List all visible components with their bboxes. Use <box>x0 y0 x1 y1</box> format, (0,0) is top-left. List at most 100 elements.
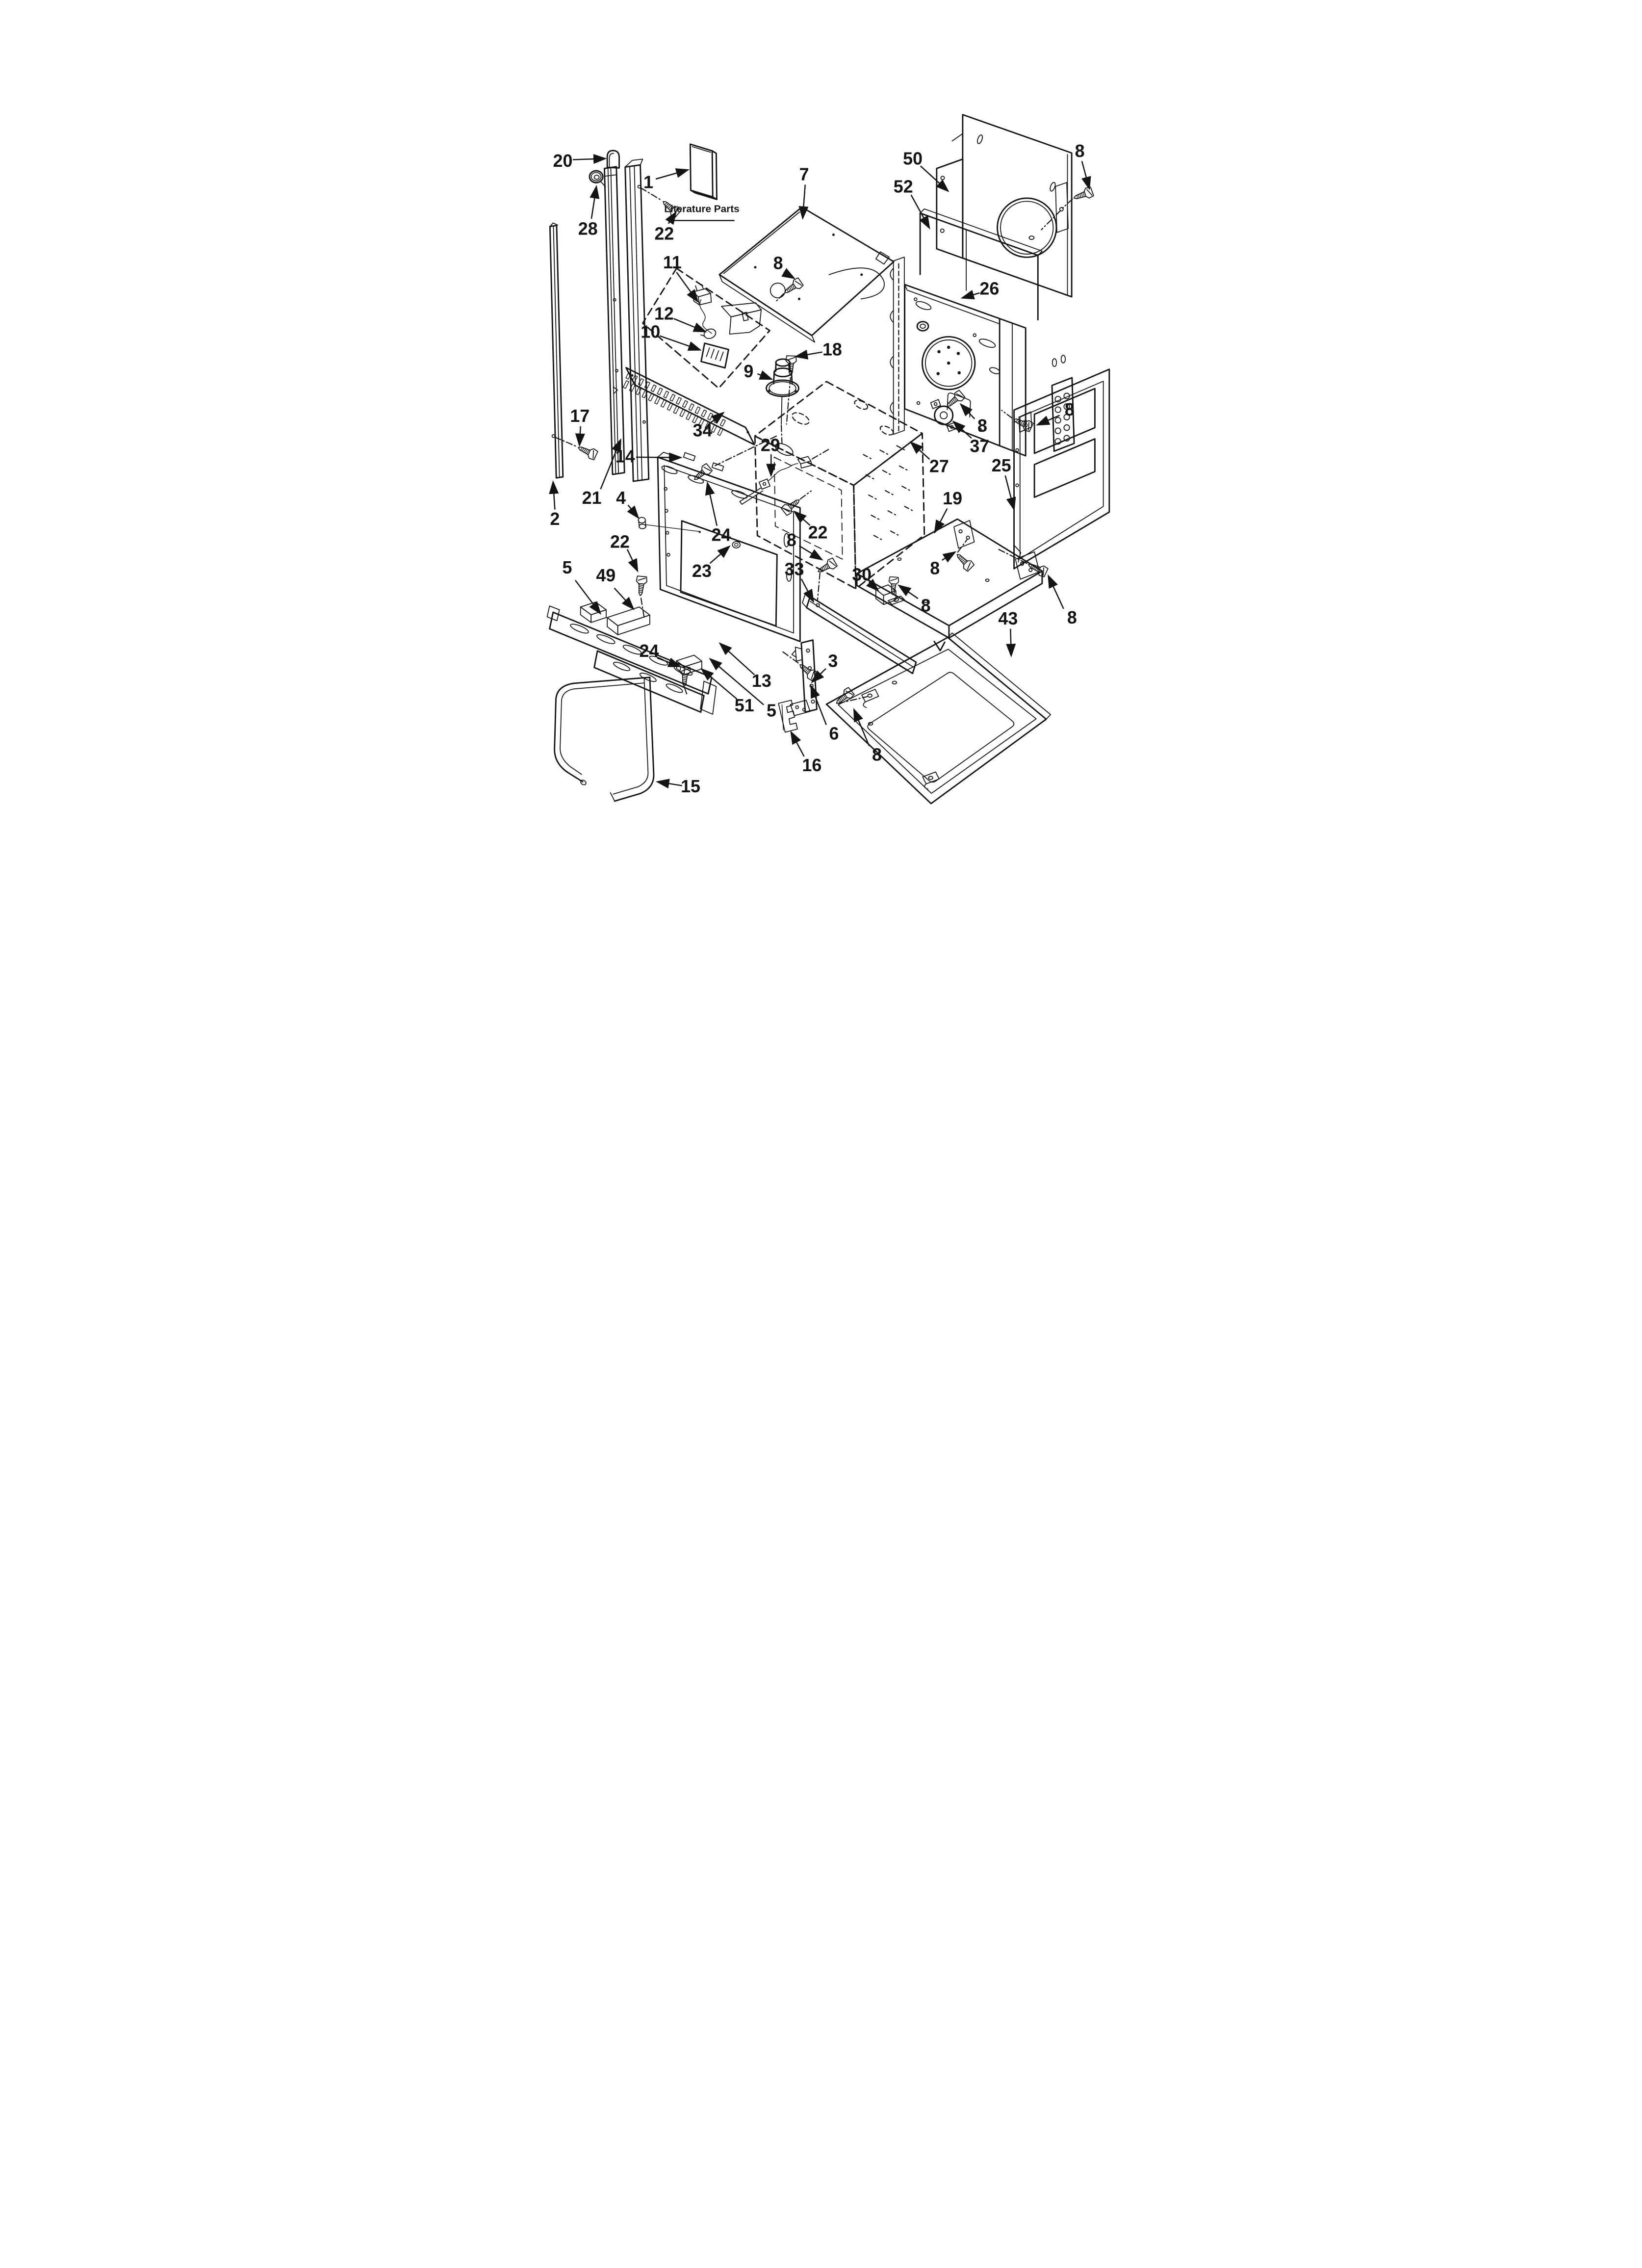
callout-arrow-24-21 <box>705 481 718 526</box>
callout-label-5-38: 5 <box>562 558 572 577</box>
insert-axis <box>554 436 578 447</box>
part-30-bracket <box>875 584 905 605</box>
callout-arrow-18-13 <box>794 349 823 360</box>
part-20-end-cap <box>606 150 620 169</box>
callout-arrow-21-19 <box>600 438 621 490</box>
callout-arrow-7-7 <box>798 184 809 220</box>
callout-label-22-29: 22 <box>808 522 828 542</box>
callout-label-12-5: 12 <box>654 304 674 323</box>
callout-label-27-23: 27 <box>929 457 949 476</box>
part-14-front-frame <box>657 451 801 642</box>
callout-label-52-10: 52 <box>894 177 913 197</box>
callout-arrow-23-30 <box>709 545 731 564</box>
callout-arrow-8-26 <box>1036 415 1060 426</box>
part-10-lamp-lens <box>700 342 729 369</box>
insert-axis <box>799 490 812 500</box>
callout-arrow-25-27 <box>1004 475 1016 511</box>
callout-arrow-14-17 <box>636 452 683 463</box>
callout-arrow-26-12 <box>960 289 980 300</box>
callout-label-51-43: 51 <box>735 696 754 715</box>
part-43-bottom-pan <box>825 632 1051 805</box>
callout-arrow-16-47 <box>790 730 805 757</box>
callout-label-17-16: 17 <box>570 406 590 426</box>
callout-label-30-33: 30 <box>852 565 872 584</box>
callout-label-22-40: 22 <box>610 532 630 552</box>
insert-axis <box>817 572 821 601</box>
callout-label-18-13: 18 <box>822 340 842 360</box>
line-art-layer <box>546 114 1110 805</box>
part-49-block <box>607 606 650 635</box>
callout-label-10-6: 10 <box>641 322 660 342</box>
callout-label-49-39: 49 <box>596 566 616 585</box>
callout-arrow-5-38 <box>574 580 602 615</box>
callout-label-22-3: 22 <box>654 224 674 244</box>
part-26-oven-rear-panel <box>890 257 1075 457</box>
part-25-access-panel <box>1013 368 1110 570</box>
callout-arrow-11-4 <box>676 272 699 303</box>
callout-arrow-5-44 <box>709 657 764 705</box>
callout-label-50-9: 50 <box>903 149 923 168</box>
callout-arrow-15-49 <box>655 779 683 789</box>
callout-layer: 2028122111210785052826189341714421224292… <box>549 141 1091 796</box>
literature-parts-heading: Literature Parts <box>664 203 740 214</box>
part-16-clip <box>778 700 798 733</box>
callout-label-8-26: 8 <box>1065 400 1075 419</box>
callout-arrow-52-10 <box>910 194 930 230</box>
callout-label-1-2: 1 <box>643 172 653 192</box>
callout-label-8-34: 8 <box>930 558 940 578</box>
insert-axis <box>715 435 777 467</box>
callout-label-2-20: 2 <box>550 509 560 529</box>
callout-arrow-9-14 <box>757 370 773 380</box>
callout-arrow-33-32 <box>800 578 814 603</box>
callout-arrow-28-1 <box>590 184 600 219</box>
callout-label-8-11: 8 <box>1075 141 1085 161</box>
callout-arrow-51-43 <box>700 668 738 700</box>
heading-layer: Literature Parts <box>664 203 740 221</box>
callout-arrow-2-20 <box>549 480 559 510</box>
callout-arrow-17-16 <box>575 426 585 447</box>
part-51-rail <box>593 650 717 715</box>
part-28-grommet <box>589 170 606 187</box>
callout-label-26-12: 26 <box>979 279 999 299</box>
callout-label-23-30: 23 <box>692 561 712 581</box>
part-33-deflector <box>802 592 917 675</box>
part-13-rail <box>546 605 713 695</box>
callout-arrow-22-29 <box>793 510 811 526</box>
part-22-screw-rail <box>635 575 648 597</box>
callout-arrow-4-18 <box>627 504 640 520</box>
part-34-vent-grille <box>622 367 755 445</box>
callout-label-5-44: 5 <box>767 701 776 721</box>
callout-label-15-49: 15 <box>681 777 700 796</box>
insert-axis <box>957 539 968 553</box>
callout-label-13-42: 13 <box>752 671 771 691</box>
callout-label-8-37: 8 <box>1067 608 1077 627</box>
callout-label-33-32: 33 <box>785 560 804 579</box>
part-21-side-trim <box>603 166 625 475</box>
callout-label-14-17: 14 <box>616 446 635 466</box>
callout-label-20-0: 20 <box>553 151 573 171</box>
callout-arrow-27-23 <box>909 441 930 460</box>
callout-label-21-19: 21 <box>582 488 602 508</box>
callout-arrow-8-11 <box>1081 160 1091 190</box>
callout-arrow-19-28 <box>934 508 948 534</box>
part-15-door-gasket <box>554 677 655 802</box>
callout-label-37-24: 37 <box>970 437 989 456</box>
part-8-screw-top-panel <box>781 277 804 298</box>
callout-label-11-4: 11 <box>663 253 682 272</box>
callout-arrow-22-3 <box>665 210 677 225</box>
insert-axis <box>1001 410 1013 419</box>
part-4-plug-button <box>638 517 701 533</box>
callout-label-19-28: 19 <box>943 489 962 508</box>
part-22-screw-cavity <box>780 495 803 517</box>
callout-arrow-8-31 <box>798 545 823 561</box>
callout-arrow-43-36 <box>1006 628 1016 657</box>
insert-axis <box>781 650 799 664</box>
callout-label-16-47: 16 <box>802 756 821 775</box>
insert-axis <box>775 293 785 302</box>
callout-arrow-13-42 <box>718 642 755 676</box>
part-8-screw-rear-panel <box>1072 186 1095 204</box>
callout-label-8-25: 8 <box>977 416 987 436</box>
callout-arrow-50-9 <box>920 165 949 192</box>
insert-axis <box>684 687 688 696</box>
callout-label-24-41: 24 <box>640 641 659 661</box>
